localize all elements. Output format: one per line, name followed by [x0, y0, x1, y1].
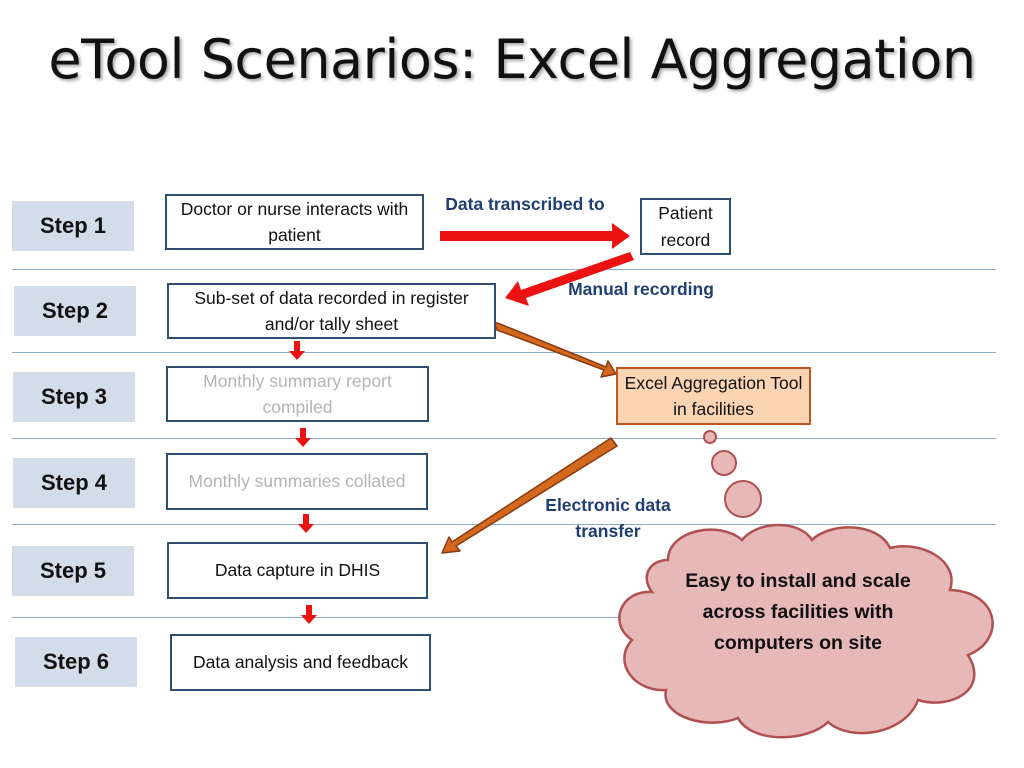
- divider: [12, 438, 996, 439]
- step-label-6: Step 6: [15, 637, 137, 687]
- step-label-3: Step 3: [13, 372, 135, 422]
- cloud-callout: [618, 523, 994, 739]
- box-excel-aggregation-tool: Excel Aggregation Tool in facilities: [616, 367, 811, 425]
- arrow-down-step4-5: [298, 514, 314, 533]
- step-label-4: Step 4: [13, 458, 135, 508]
- box-monthly-summary: Monthly summary report compiled: [166, 366, 429, 422]
- arrow-manual-recording: [505, 252, 634, 306]
- step-label-2: Step 2: [14, 286, 136, 336]
- box-summaries-collated: Monthly summaries collated: [166, 453, 428, 510]
- arrow-transcribed: [440, 223, 630, 249]
- thought-bubble-large: [724, 480, 762, 518]
- step-label-5: Step 5: [12, 546, 134, 596]
- divider: [12, 352, 996, 353]
- label-data-transcribed: Data transcribed to: [445, 194, 605, 214]
- box-data-capture-dhis: Data capture in DHIS: [167, 542, 428, 599]
- thought-bubble-medium: [711, 450, 737, 476]
- divider: [12, 617, 632, 618]
- step-label-1: Step 1: [12, 201, 134, 251]
- label-manual-recording: Manual recording: [568, 279, 714, 299]
- arrow-to-excel-tool: [493, 321, 617, 378]
- label-electronic-transfer: Electronic data transfer: [545, 495, 671, 542]
- divider: [12, 524, 996, 525]
- thought-bubble-small: [703, 430, 717, 444]
- arrow-down-step5-6: [301, 605, 317, 624]
- arrow-down-step2-3: [289, 341, 305, 360]
- box-data-analysis: Data analysis and feedback: [170, 634, 431, 691]
- callout-text: Easy to install and scale across facilit…: [685, 570, 911, 655]
- arrow-down-step3-4: [295, 428, 311, 447]
- box-register-tally: Sub-set of data recorded in register and…: [167, 283, 496, 339]
- divider: [12, 269, 996, 270]
- box-doctor-nurse: Doctor or nurse interacts with patient: [165, 194, 424, 250]
- box-patient-record: Patient record: [640, 198, 731, 255]
- page-title: eTool Scenarios: Excel Aggregation: [48, 28, 976, 91]
- arrow-electronic-transfer: [441, 437, 618, 554]
